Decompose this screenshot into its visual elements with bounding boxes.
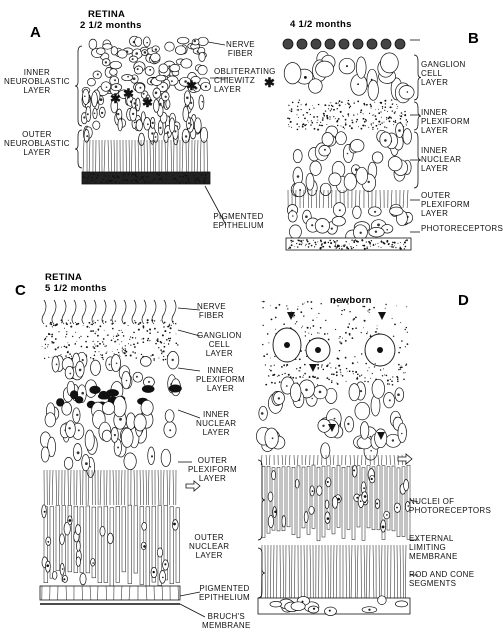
arrowhead-icon <box>287 312 295 320</box>
leader-line <box>409 499 419 503</box>
bracket <box>413 131 422 189</box>
panel-letter-b: B <box>468 30 479 47</box>
arrowhead-icon <box>309 364 317 372</box>
leader-line <box>177 409 201 419</box>
label-inner-plexiform-c: INNER PLEXIFORM LAYER <box>196 366 245 393</box>
asterisk-marker: ✱ <box>142 95 153 110</box>
leader-line <box>177 367 201 372</box>
leader-line <box>177 329 201 337</box>
bracket <box>74 45 83 127</box>
bracket <box>257 459 266 541</box>
leader-line <box>179 591 201 597</box>
pigment-band-c <box>39 585 181 601</box>
arrowhead-icon <box>328 424 336 432</box>
panel-c-drawing <box>39 299 182 605</box>
label-bruchs-membrane: BRUCH'S MEMBRANE <box>202 612 251 630</box>
histology-drawings: ✱✱✱✱ <box>39 35 415 616</box>
panel-letter-c: C <box>15 282 26 299</box>
label-outer-plexiform-b: OUTER PLEXIFORM LAYER <box>421 191 470 218</box>
label-ganglion-c: GANGLION CELL LAYER <box>197 331 242 358</box>
arrowhead-icon <box>378 312 386 320</box>
label-outer-neuroblastic: OUTER NEUROBLASTIC LAYER <box>4 130 70 157</box>
panel-c-title: RETINA <box>45 272 83 283</box>
panel-a-drawing: ✱✱✱✱ <box>80 35 212 185</box>
leader-lines <box>74 39 422 618</box>
leader-line <box>179 603 206 618</box>
label-pigmented-epithelium-c: PIGMENTED EPITHELIUM <box>199 584 251 602</box>
panel-d-age: newborn <box>330 295 372 306</box>
label-outer-nuclear: OUTER NUCLEAR LAYER <box>189 533 230 560</box>
panel-letter-a: A <box>30 24 41 41</box>
leader-line <box>177 307 201 311</box>
arrowhead-icon <box>377 432 385 440</box>
asterisk-marker: ✱ <box>186 78 197 93</box>
label-nerve-fiber-c: NERVE FIBER <box>197 302 226 320</box>
panel-a-title: RETINA <box>88 9 126 20</box>
label-inner-nuclear-b: INNER NUCLEAR LAYER <box>421 146 462 173</box>
label-nuclei-photoreceptors: NUCLEI OF PHOTORECEPTORS <box>409 497 492 515</box>
label-inner-plexiform-b: INNER PLEXIFORM LAYER <box>421 108 470 135</box>
hollow-arrow-icon <box>397 453 413 465</box>
label-inner-nuclear-c: INNER NUCLEAR LAYER <box>196 410 237 437</box>
panel-d-drawing <box>256 299 411 616</box>
label-external-limiting-membrane: EXTERNAL LIMITING MEMBRANE <box>409 534 458 561</box>
hollow-arrow-icon <box>185 480 201 492</box>
label-photoreceptors: PHOTORECEPTORS <box>421 224 503 233</box>
label-inner-neuroblastic: INNER NEUROBLASTIC LAYER <box>4 68 70 95</box>
asterisk-mark: ✱ <box>264 75 276 90</box>
label-outer-plexiform-c: OUTER PLEXIFORM LAYER <box>188 456 237 483</box>
panel-b-drawing <box>282 38 415 251</box>
bracket <box>413 101 422 131</box>
panel-letter-d: D <box>458 292 469 309</box>
bracket <box>74 129 83 169</box>
bracket <box>257 547 266 599</box>
label-nerve-fiber-top: NERVE FIBER <box>226 40 255 58</box>
asterisk-marker: ✱ <box>123 86 134 101</box>
pigment-band-a <box>81 171 211 185</box>
pigment-band-b <box>285 237 412 251</box>
bracket <box>413 54 422 101</box>
label-pigmented-epithelium-top: PIGMENTED EPITHELIUM <box>213 212 265 230</box>
label-obliterating-chiewitz: OBLITERATING CHIEWITZ LAYER <box>214 67 276 94</box>
panel-c-age: 5 1/2 months <box>45 283 107 294</box>
label-rod-cone-segments: ROD and CONE SEGMENTS <box>409 570 475 588</box>
leader-line <box>204 185 227 226</box>
panel-a-age: 2 1/2 months <box>80 20 142 31</box>
leader-line <box>207 41 226 46</box>
label-ganglion-b: GANGLION CELL LAYER <box>421 60 466 87</box>
panel-b-age: 4 1/2 months <box>290 19 352 30</box>
asterisk-marker: ✱ <box>110 91 121 106</box>
